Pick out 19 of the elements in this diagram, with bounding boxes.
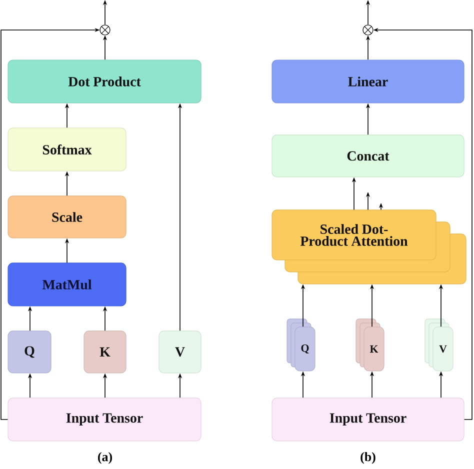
process-box: Dot Product [8, 60, 202, 104]
stacked-cards: Q [286, 318, 316, 372]
process-box: MatMul [8, 262, 126, 306]
input-box: V [158, 330, 202, 374]
input-box: Input Tensor [272, 398, 464, 442]
input-box: Q [8, 330, 52, 374]
process-box: Softmax [8, 128, 126, 172]
process-box: Linear [272, 60, 464, 104]
multiply-symbol [362, 24, 374, 36]
multiply-symbol [100, 24, 110, 36]
stacked-cards: V [424, 318, 454, 372]
process-box: Concat [272, 134, 464, 178]
input-box: Input Tensor [8, 398, 202, 442]
process-box: Scale [8, 196, 126, 238]
stacked-attention-boxes: Scaled Dot-Product Attention [272, 210, 466, 284]
stacked-cards: K [356, 318, 384, 372]
node-label: Scaled Dot- [320, 224, 388, 234]
node-label: Product Attention [300, 236, 408, 246]
input-box: K [84, 330, 126, 374]
